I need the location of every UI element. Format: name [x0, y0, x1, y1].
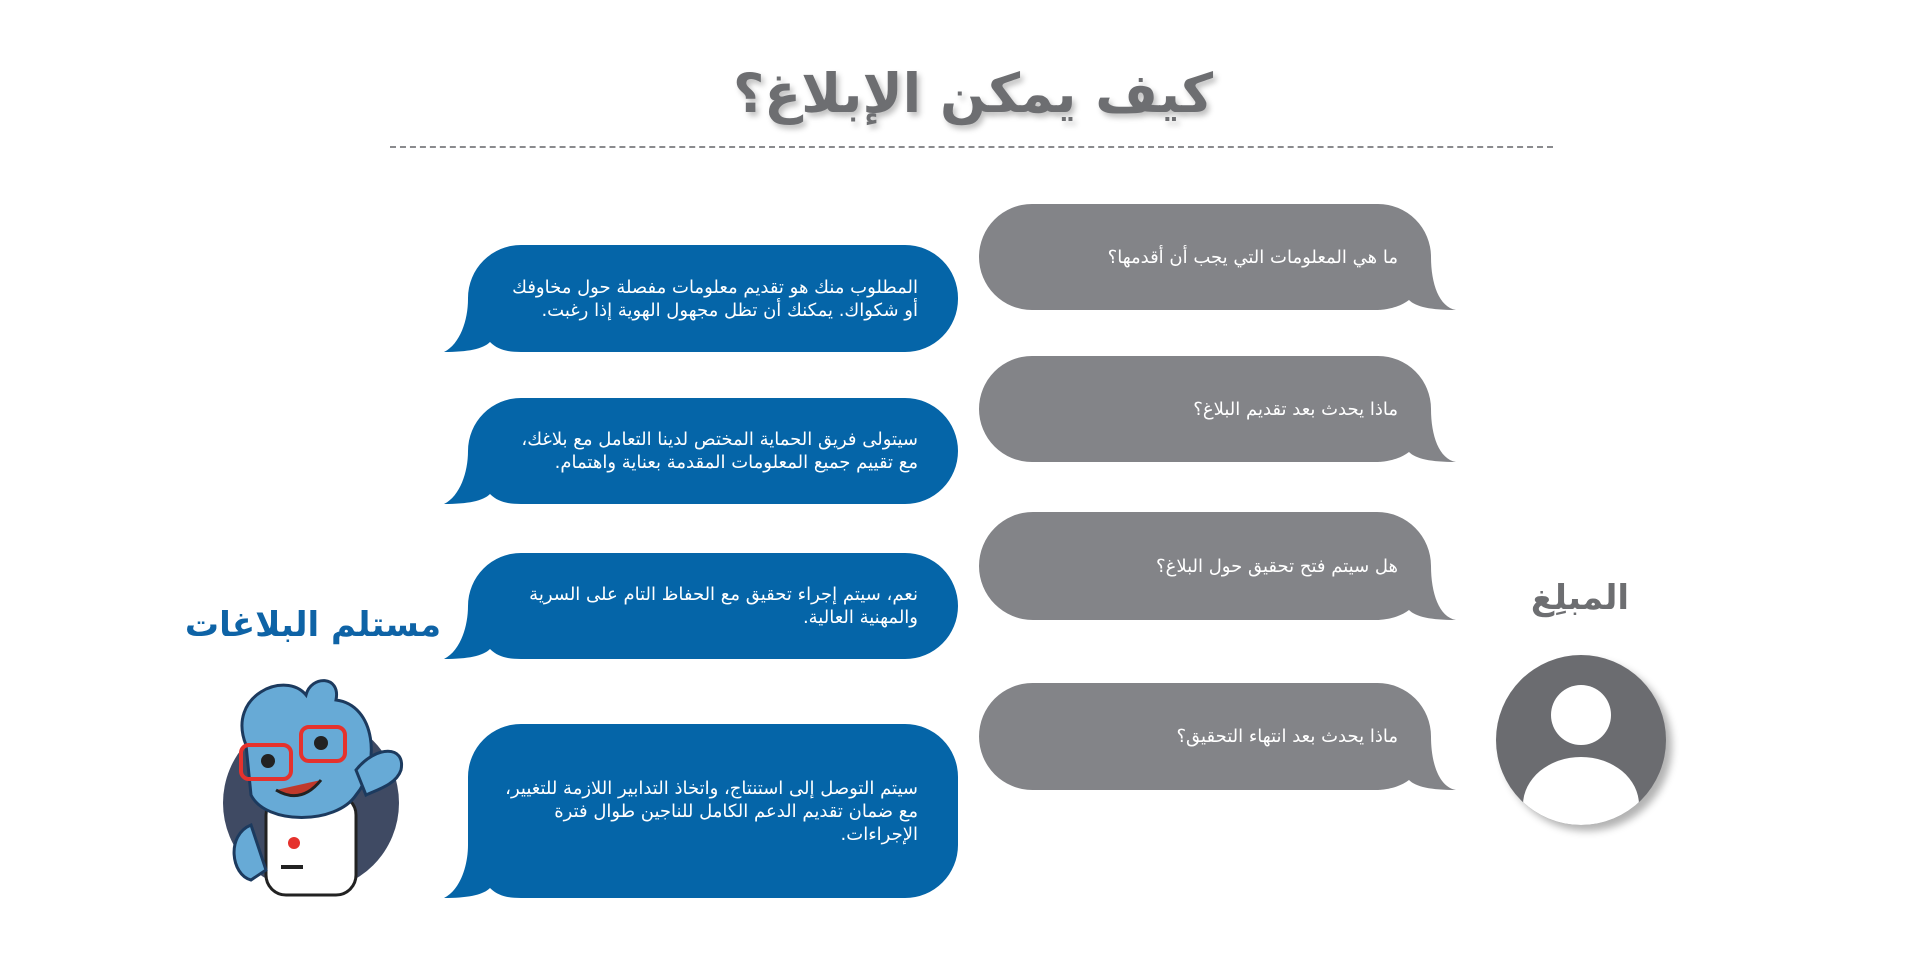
answer-text: المطلوب منك هو تقديم معلومات مفصلة حول م… [512, 276, 918, 321]
receiver-label: مستلم البلاغات [184, 605, 442, 645]
question-text: هل سيتم فتح تحقيق حول البلاغ؟ [1156, 555, 1398, 577]
answer-bubble-3: نعم، سيتم إجراء تحقيق مع الحفاظ التام عل… [444, 553, 958, 659]
question-bubble-1: ما هي المعلومات التي يجب أن أقدمها؟ [979, 204, 1456, 310]
question-bubble-4: ماذا يحدث بعد انتهاء التحقيق؟ [979, 683, 1456, 790]
question-bubble-2: ماذا يحدث بعد تقديم البلاغ؟ [979, 356, 1456, 462]
answer-text: سيتم التوصل إلى استنتاج، واتخاذ التدابير… [505, 777, 918, 845]
answer-bubble-4: سيتم التوصل إلى استنتاج، واتخاذ التدابير… [444, 724, 958, 898]
answer-bubble-2: سيتولى فريق الحماية المختص لدينا التعامل… [444, 398, 958, 504]
bubble-shape [979, 204, 1456, 310]
answer-bubble-1: المطلوب منك هو تقديم معلومات مفصلة حول م… [444, 245, 958, 352]
bubble-shape [444, 553, 958, 659]
dashed-divider [390, 146, 1553, 148]
answer-text: نعم، سيتم إجراء تحقيق مع الحفاظ التام عل… [529, 584, 918, 628]
question-text: ماذا يحدث بعد انتهاء التحقيق؟ [1176, 726, 1398, 747]
bubble-shape [979, 683, 1456, 790]
bubble-shape [444, 398, 958, 504]
answer-text: سيتولى فريق الحماية المختص لدينا التعامل… [521, 429, 918, 473]
question-bubble-3: هل سيتم فتح تحقيق حول البلاغ؟ [979, 512, 1456, 620]
question-text: ماذا يحدث بعد تقديم البلاغ؟ [1193, 398, 1398, 420]
mascot-character-icon [206, 675, 426, 909]
bubble-shape [979, 512, 1456, 620]
page-title: كيف يمكن الإبلاغ؟ [732, 62, 1214, 125]
user-avatar-icon [1496, 655, 1666, 825]
question-text: ما هي المعلومات التي يجب أن أقدمها؟ [1107, 246, 1398, 268]
bubble-shape [979, 356, 1456, 462]
bubble-shape [444, 245, 958, 352]
reporter-label: المبلِغ [1530, 578, 1630, 618]
bubble-shape [444, 724, 958, 898]
